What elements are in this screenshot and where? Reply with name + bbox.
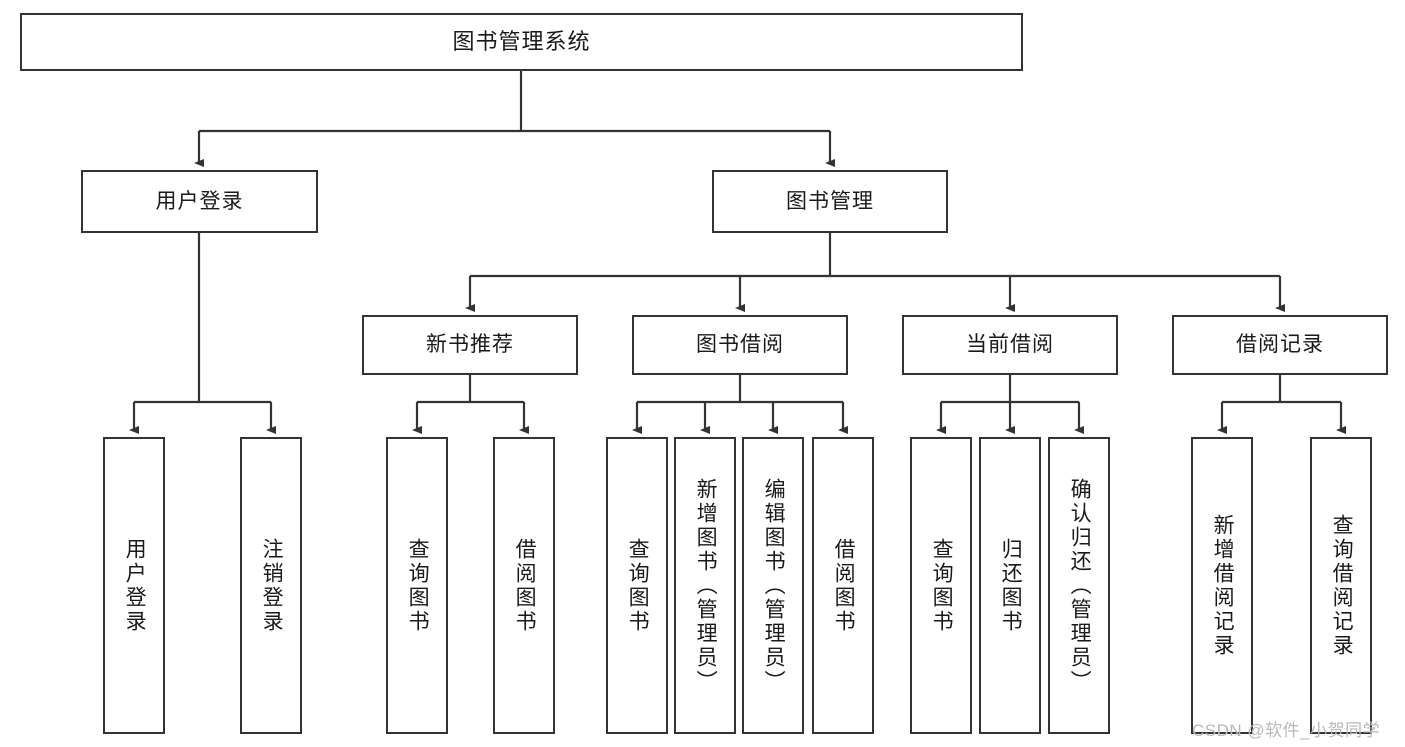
node-label: 图书管理系统 bbox=[452, 28, 591, 54]
node-label: 借阅记录 bbox=[1236, 333, 1324, 357]
leaf-borrow-edit-book-admin[interactable]: 编辑图书（管理员） bbox=[742, 437, 804, 734]
leaf-current-query-book[interactable]: 查询图书 bbox=[910, 437, 972, 734]
node-new-book-recommend[interactable]: 新书推荐 bbox=[362, 315, 578, 375]
node-label: 新增图书（管理员） bbox=[694, 477, 718, 694]
node-label: 编辑图书（管理员） bbox=[762, 477, 786, 694]
node-label: 用户登录 bbox=[155, 189, 244, 213]
node-label: 借阅图书 bbox=[513, 537, 537, 634]
node-label: 查询图书 bbox=[930, 537, 954, 634]
leaf-user-login-login[interactable]: 用户登录 bbox=[103, 437, 165, 734]
node-label: 借阅图书 bbox=[832, 537, 856, 634]
node-borrow-record[interactable]: 借阅记录 bbox=[1172, 315, 1388, 375]
node-current-borrow[interactable]: 当前借阅 bbox=[902, 315, 1118, 375]
node-label: 归还图书 bbox=[999, 537, 1023, 634]
node-label: 确认归还（管理员） bbox=[1068, 477, 1092, 694]
node-label: 查询借阅记录 bbox=[1330, 513, 1354, 658]
node-book-management[interactable]: 图书管理 bbox=[712, 170, 948, 233]
node-root-system[interactable]: 图书管理系统 bbox=[20, 13, 1023, 71]
node-label: 新增借阅记录 bbox=[1211, 513, 1235, 658]
node-label: 新书推荐 bbox=[426, 333, 514, 357]
node-user-login[interactable]: 用户登录 bbox=[81, 170, 318, 233]
leaf-recommend-query-book[interactable]: 查询图书 bbox=[386, 437, 448, 734]
leaf-current-return-book[interactable]: 归还图书 bbox=[979, 437, 1041, 734]
leaf-record-query-record[interactable]: 查询借阅记录 bbox=[1310, 437, 1372, 734]
node-label: 用户登录 bbox=[123, 537, 147, 634]
leaf-current-confirm-return-admin[interactable]: 确认归还（管理员） bbox=[1048, 437, 1110, 734]
node-label: 图书管理 bbox=[786, 189, 874, 213]
leaf-record-add-record[interactable]: 新增借阅记录 bbox=[1191, 437, 1253, 734]
node-book-borrow[interactable]: 图书借阅 bbox=[632, 315, 848, 375]
watermark-credit: CSDN @软件_小贺同学 bbox=[1192, 721, 1381, 740]
leaf-borrow-add-book-admin[interactable]: 新增图书（管理员） bbox=[674, 437, 736, 734]
node-label: 查询图书 bbox=[406, 537, 430, 634]
leaf-user-login-logout[interactable]: 注销登录 bbox=[240, 437, 302, 734]
node-label: 注销登录 bbox=[260, 537, 284, 634]
leaf-borrow-borrow-book[interactable]: 借阅图书 bbox=[812, 437, 874, 734]
node-label: 当前借阅 bbox=[966, 333, 1054, 357]
node-label: 查询图书 bbox=[626, 537, 650, 634]
leaf-recommend-borrow-book[interactable]: 借阅图书 bbox=[493, 437, 555, 734]
node-label: 图书借阅 bbox=[696, 333, 784, 357]
leaf-borrow-query-book[interactable]: 查询图书 bbox=[606, 437, 668, 734]
